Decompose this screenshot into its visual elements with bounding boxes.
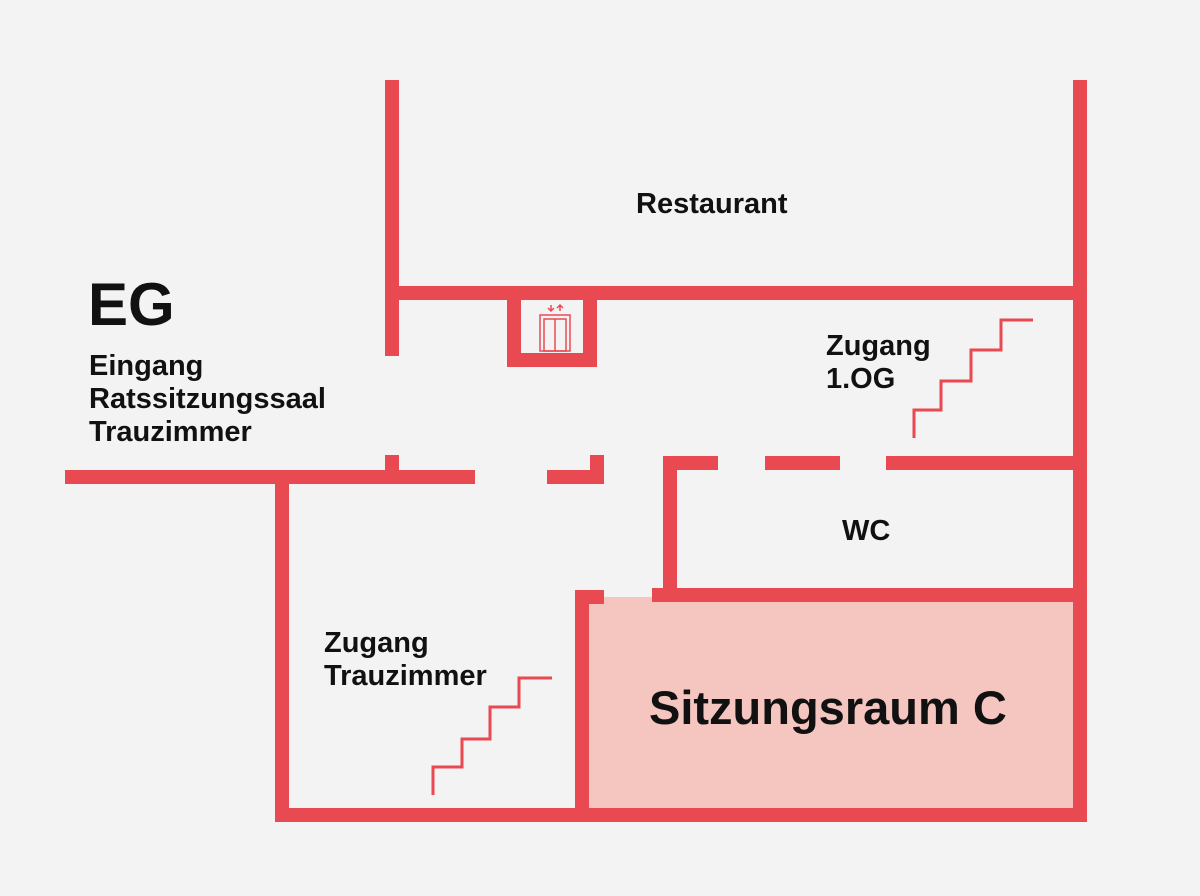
stairs-lower-label: Zugang Trauzimmer xyxy=(324,627,487,693)
stairs-upper-line: 1.OG xyxy=(826,363,896,395)
entrance-label: Eingang Ratssitzungssaal Trauzimmer xyxy=(89,350,326,449)
stairs-icon xyxy=(431,676,552,795)
floor-label: EG xyxy=(88,271,175,338)
stairs-upper-line: Zugang xyxy=(826,330,931,362)
stairs-icon xyxy=(912,318,1033,438)
stairs-lower-line: Trauzimmer xyxy=(324,660,487,692)
entrance-line: Ratssitzungssaal xyxy=(89,383,326,415)
elevator-icon xyxy=(539,303,571,352)
room-restaurant: Restaurant xyxy=(636,188,788,220)
entrance-line: Trauzimmer xyxy=(89,416,252,448)
entrance-line: Eingang xyxy=(89,350,204,382)
walls xyxy=(65,80,1087,822)
room-wc: WC xyxy=(842,515,891,547)
sitzungsraum-c-fill xyxy=(589,597,1075,809)
room-sitzungsraum-c: Sitzungsraum C xyxy=(649,681,1007,734)
stairs-upper-label: Zugang 1.OG xyxy=(826,330,931,396)
stairs-lower-line: Zugang xyxy=(324,627,429,659)
